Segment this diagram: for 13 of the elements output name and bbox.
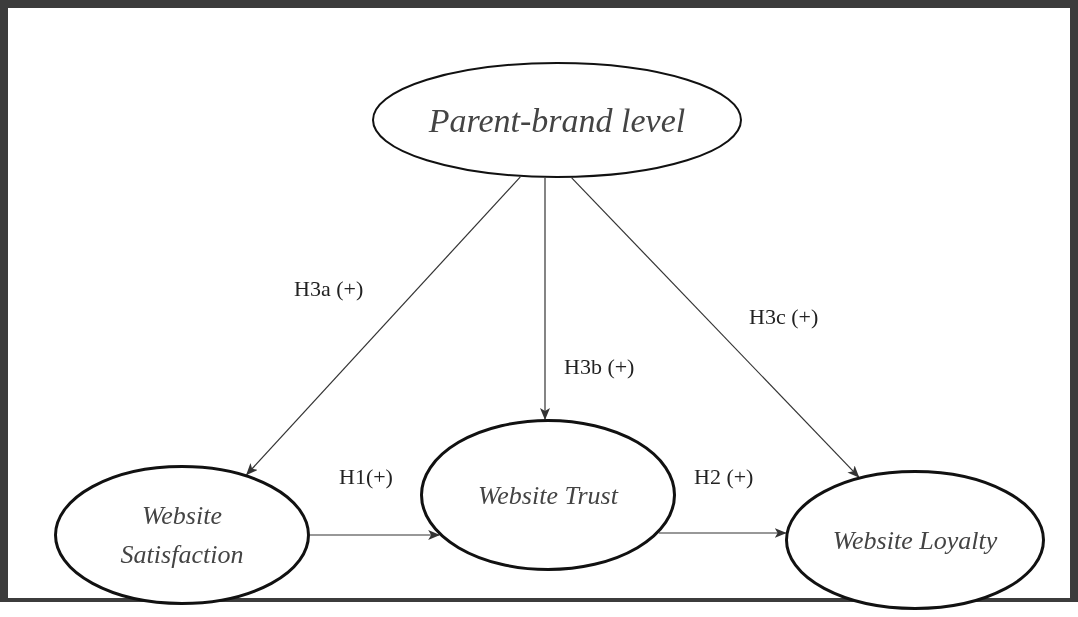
node-label: Website Trust [477, 479, 620, 512]
arrow [540, 177, 550, 420]
ellipse-node [785, 470, 1045, 610]
arrow [309, 530, 441, 540]
ellipse-node [54, 465, 310, 605]
node-label: Parent-brand level [427, 100, 687, 141]
node-label: Website Satisfaction [119, 500, 245, 571]
ellipse-node [372, 62, 742, 178]
arrow [571, 177, 860, 478]
arrow [658, 528, 787, 538]
arrow [246, 176, 521, 476]
ellipse-node [420, 419, 676, 571]
node-label: Website Loyalty [831, 524, 999, 557]
